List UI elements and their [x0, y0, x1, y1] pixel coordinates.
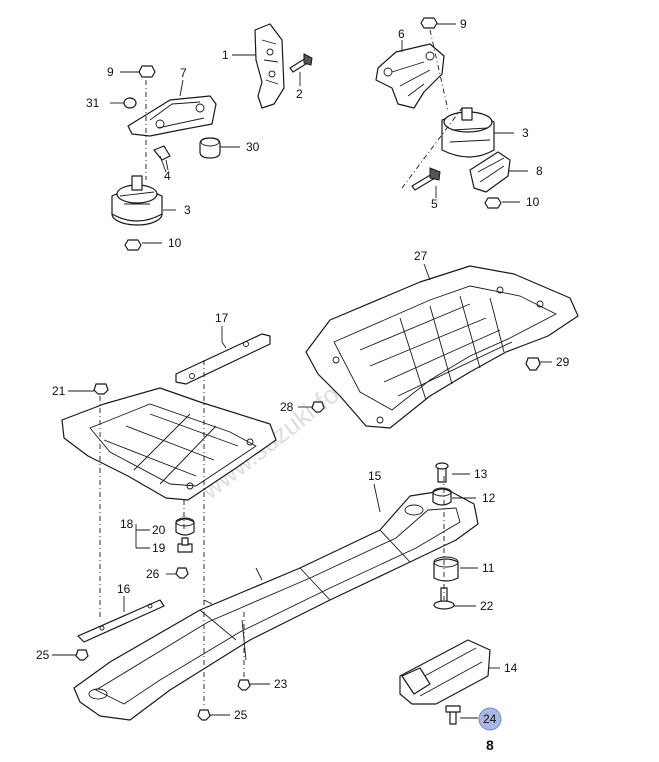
part-6-bracket — [375, 43, 445, 109]
part-3-mount-left — [111, 175, 163, 226]
callout-6: 6 — [398, 27, 405, 41]
page-number: 8 — [486, 737, 494, 753]
callout-19: 19 — [152, 541, 166, 555]
part-27-skid-plate — [305, 265, 579, 429]
part-24-bolt — [445, 705, 461, 725]
part-14-mount — [399, 639, 491, 705]
callout-25-left: 25 — [36, 648, 50, 662]
part-10-nut-left — [124, 239, 142, 251]
callout-16: 16 — [117, 582, 131, 596]
callout-7: 7 — [180, 66, 187, 80]
part-2-bolt — [289, 53, 313, 73]
part-20-bushing — [175, 517, 195, 536]
part-1-bracket — [254, 23, 285, 109]
part-30-cap — [199, 137, 221, 159]
part-7-bracket — [127, 95, 217, 137]
callout-26: 26 — [146, 567, 160, 581]
callout-2: 2 — [296, 87, 303, 101]
part-12-bushing — [432, 487, 452, 506]
callout-11: 11 — [482, 561, 495, 575]
callout-13: 13 — [474, 467, 488, 481]
callout-15: 15 — [368, 469, 382, 483]
callout-31: 31 — [86, 96, 100, 110]
callout-9-left: 9 — [107, 65, 114, 79]
part-25-bolt-bottom — [197, 709, 211, 721]
alignment-lines — [99, 29, 463, 706]
callout-1: 1 — [222, 48, 229, 62]
callout-3-left: 3 — [184, 203, 191, 217]
callout-29: 29 — [556, 355, 570, 369]
part-19-bolt — [177, 537, 193, 553]
part-28-bolt — [311, 401, 325, 413]
leader-lines — [52, 23, 552, 719]
part-26-bolt — [175, 567, 189, 579]
part-16-bracket — [77, 599, 165, 643]
part-25-bolt-left — [75, 649, 89, 661]
part-23-bolt — [237, 679, 251, 691]
callout-24-highlight[interactable]: 24 — [478, 707, 502, 731]
part-11-bushing — [433, 556, 459, 582]
part-17-bar — [175, 333, 271, 385]
part-5-bolt — [411, 167, 441, 191]
callout-8: 8 — [536, 164, 543, 178]
part-frame-left — [61, 387, 277, 501]
callout-27: 27 — [414, 249, 428, 263]
callout-14: 14 — [504, 661, 518, 675]
callout-20: 20 — [152, 523, 166, 537]
part-21-bolt — [93, 383, 109, 395]
callout-28: 28 — [280, 400, 294, 414]
part-13-bolt — [435, 462, 449, 483]
part-10-nut-right — [484, 197, 502, 209]
callout-10-right: 10 — [526, 195, 540, 209]
callout-21: 21 — [52, 384, 66, 398]
callout-30: 30 — [246, 140, 260, 154]
part-22-bolt — [433, 587, 455, 610]
callout-25-bottom: 25 — [234, 708, 248, 722]
callout-24: 24 — [483, 712, 497, 726]
callout-10-left: 10 — [168, 236, 182, 250]
callout-5: 5 — [431, 197, 438, 211]
callout-23: 23 — [274, 677, 288, 691]
callout-22: 22 — [480, 599, 494, 613]
callout-3-right: 3 — [522, 126, 529, 140]
part-4-bolt — [153, 145, 171, 173]
callout-17: 17 — [215, 311, 229, 325]
callout-4: 4 — [164, 169, 171, 183]
part-31-nut — [123, 97, 137, 109]
part-29-bolt — [525, 357, 541, 371]
callout-18: 18 — [120, 517, 134, 531]
part-3-mount-right — [441, 107, 495, 158]
part-9-nut-left — [138, 65, 156, 78]
callouts: 1 2 9 6 9 7 31 30 4 3 10 3 8 5 10 27 17 … — [36, 17, 570, 722]
part-8-cover — [469, 151, 511, 193]
part-9-nut-right — [420, 17, 438, 29]
callout-12: 12 — [482, 491, 496, 505]
callout-9-right: 9 — [460, 17, 467, 31]
